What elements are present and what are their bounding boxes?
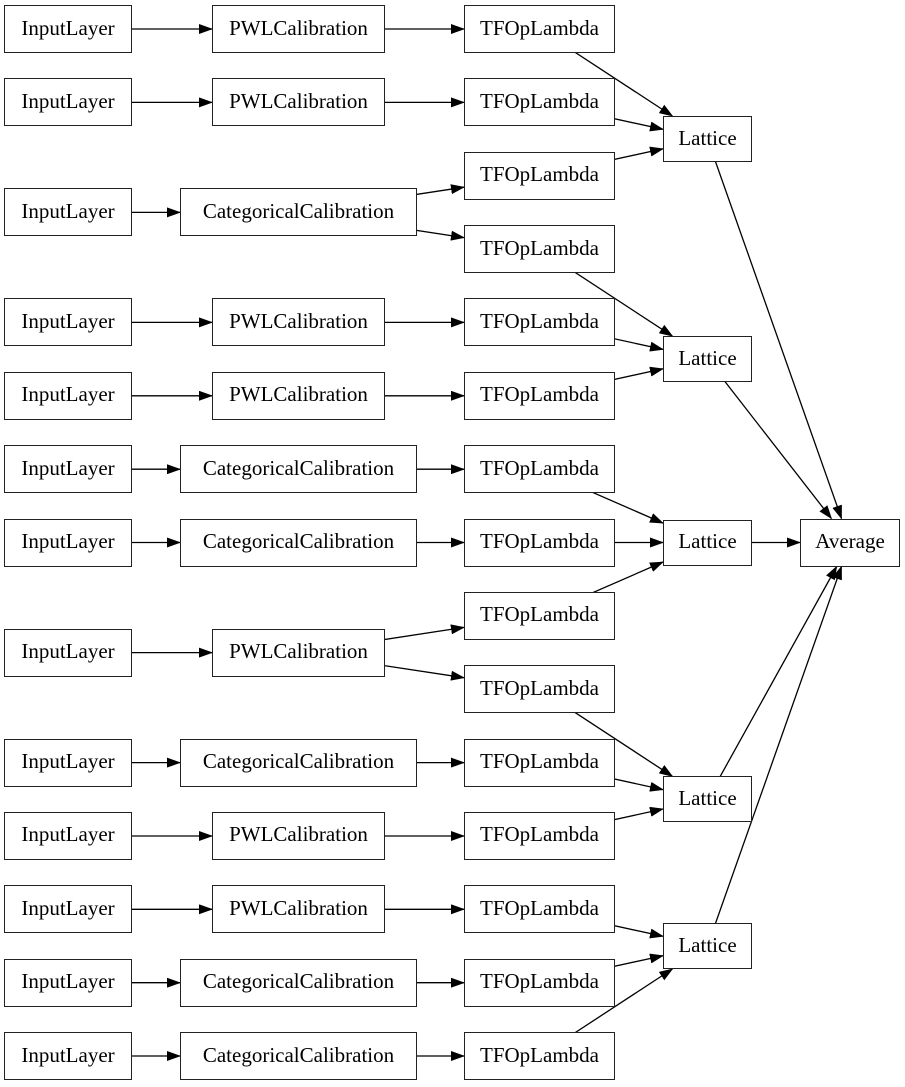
input-node: InputLayer xyxy=(4,958,132,1007)
input-node-label: InputLayer xyxy=(21,749,115,774)
lattice-node-label: Lattice xyxy=(678,785,737,810)
pwl-node-label: PWLCalibration xyxy=(229,382,368,407)
input-node-label: InputLayer xyxy=(21,969,115,994)
tfop-node-label: TFOpLambda xyxy=(480,969,599,994)
input-node-label: InputLayer xyxy=(21,198,115,223)
input-node: InputLayer xyxy=(4,628,132,677)
input-node-label: InputLayer xyxy=(21,88,115,113)
tfop-node: TFOpLambda xyxy=(464,738,615,787)
cat-node: CategoricalCalibration xyxy=(180,188,417,237)
input-node: InputLayer xyxy=(4,811,132,860)
cat-node: CategoricalCalibration xyxy=(180,738,417,787)
pwl-node: PWLCalibration xyxy=(212,298,385,347)
tfop-node: TFOpLambda xyxy=(464,78,615,127)
input-node: InputLayer xyxy=(4,445,132,494)
pwl-node: PWLCalibration xyxy=(212,811,385,860)
cat-node-label: CategoricalCalibration xyxy=(202,198,395,223)
input-node-label: InputLayer xyxy=(21,382,115,407)
tfop-node-label: TFOpLambda xyxy=(480,308,599,333)
tfop-node-label: TFOpLambda xyxy=(480,235,599,260)
input-node: InputLayer xyxy=(4,5,132,53)
tfop-node-label: TFOpLambda xyxy=(480,15,599,40)
tfop-node: TFOpLambda xyxy=(464,225,615,274)
lattice-node: Lattice xyxy=(663,116,752,163)
tfop-node-label: TFOpLambda xyxy=(480,895,599,920)
tfop-node: TFOpLambda xyxy=(464,371,615,420)
pwl-node-label: PWLCalibration xyxy=(229,822,368,847)
tfop-node-label: TFOpLambda xyxy=(480,529,599,554)
tfop-node-label: TFOpLambda xyxy=(480,749,599,774)
lattice-node: Lattice xyxy=(663,519,752,566)
lattice-node: Lattice xyxy=(663,776,752,823)
tfop-node-label: TFOpLambda xyxy=(480,162,599,187)
cat-node-label: CategoricalCalibration xyxy=(202,455,395,480)
lattice-node-label: Lattice xyxy=(678,345,737,370)
lattice-node-label: Lattice xyxy=(678,529,737,554)
pwl-node-label: PWLCalibration xyxy=(229,308,368,333)
pwl-node: PWLCalibration xyxy=(212,5,385,53)
input-node-label: InputLayer xyxy=(21,529,115,554)
tfop-node: TFOpLambda xyxy=(464,665,615,714)
edge-l1-to-avg xyxy=(706,358,833,520)
tfop-node-label: TFOpLambda xyxy=(480,602,599,627)
input-node: InputLayer xyxy=(4,78,132,127)
input-node-label: InputLayer xyxy=(21,822,115,847)
tfop-node: TFOpLambda xyxy=(464,1032,615,1081)
edge-l0-to-avg xyxy=(706,138,843,520)
pwl-node: PWLCalibration xyxy=(212,78,385,127)
lattice-node: Lattice xyxy=(663,336,752,383)
lattice-node: Lattice xyxy=(663,923,752,969)
input-node: InputLayer xyxy=(4,1032,132,1081)
tfop-node: TFOpLambda xyxy=(464,298,615,347)
cat-node-label: CategoricalCalibration xyxy=(202,529,395,554)
average-node: Average xyxy=(800,518,900,567)
tfop-node: TFOpLambda xyxy=(464,958,615,1007)
lattice-node-label: Lattice xyxy=(678,125,737,150)
tfop-node-label: TFOpLambda xyxy=(480,1042,599,1067)
input-node-label: InputLayer xyxy=(21,15,115,40)
tfop-node: TFOpLambda xyxy=(464,885,615,934)
pwl-node: PWLCalibration xyxy=(212,371,385,420)
input-node-label: InputLayer xyxy=(21,639,115,664)
input-node: InputLayer xyxy=(4,188,132,237)
tfop-node: TFOpLambda xyxy=(464,518,615,567)
tfop-node: TFOpLambda xyxy=(464,151,615,200)
tfop-node: TFOpLambda xyxy=(464,445,615,494)
cat-node-label: CategoricalCalibration xyxy=(202,749,395,774)
tfop-node-label: TFOpLambda xyxy=(480,675,599,700)
pwl-node-label: PWLCalibration xyxy=(229,895,368,920)
cat-node-label: CategoricalCalibration xyxy=(202,1042,395,1067)
average-node-label: Average xyxy=(815,529,885,554)
input-node: InputLayer xyxy=(4,371,132,420)
pwl-node-label: PWLCalibration xyxy=(229,639,368,664)
tfop-node: TFOpLambda xyxy=(464,591,615,640)
tfop-node-label: TFOpLambda xyxy=(480,822,599,847)
lattice-node-label: Lattice xyxy=(678,932,737,957)
edge-l3-to-avg xyxy=(706,565,838,800)
input-node: InputLayer xyxy=(4,885,132,934)
cat-node: CategoricalCalibration xyxy=(180,958,417,1007)
tfop-node: TFOpLambda xyxy=(464,5,615,53)
cat-node-label: CategoricalCalibration xyxy=(202,969,395,994)
input-node: InputLayer xyxy=(4,738,132,787)
edge-l4-to-avg xyxy=(706,565,843,947)
cat-node: CategoricalCalibration xyxy=(180,518,417,567)
pwl-node: PWLCalibration xyxy=(212,628,385,677)
pwl-node-label: PWLCalibration xyxy=(229,15,368,40)
tfop-node-label: TFOpLambda xyxy=(480,382,599,407)
input-node-label: InputLayer xyxy=(21,455,115,480)
input-node: InputLayer xyxy=(4,298,132,347)
input-node-label: InputLayer xyxy=(21,308,115,333)
tfop-node-label: TFOpLambda xyxy=(480,88,599,113)
tfop-node-label: TFOpLambda xyxy=(480,455,599,480)
input-node: InputLayer xyxy=(4,518,132,567)
pwl-node: PWLCalibration xyxy=(212,885,385,934)
input-node-label: InputLayer xyxy=(21,895,115,920)
input-node-label: InputLayer xyxy=(21,1042,115,1067)
tfop-node: TFOpLambda xyxy=(464,811,615,860)
cat-node: CategoricalCalibration xyxy=(180,1032,417,1081)
cat-node: CategoricalCalibration xyxy=(180,445,417,494)
pwl-node-label: PWLCalibration xyxy=(229,88,368,113)
